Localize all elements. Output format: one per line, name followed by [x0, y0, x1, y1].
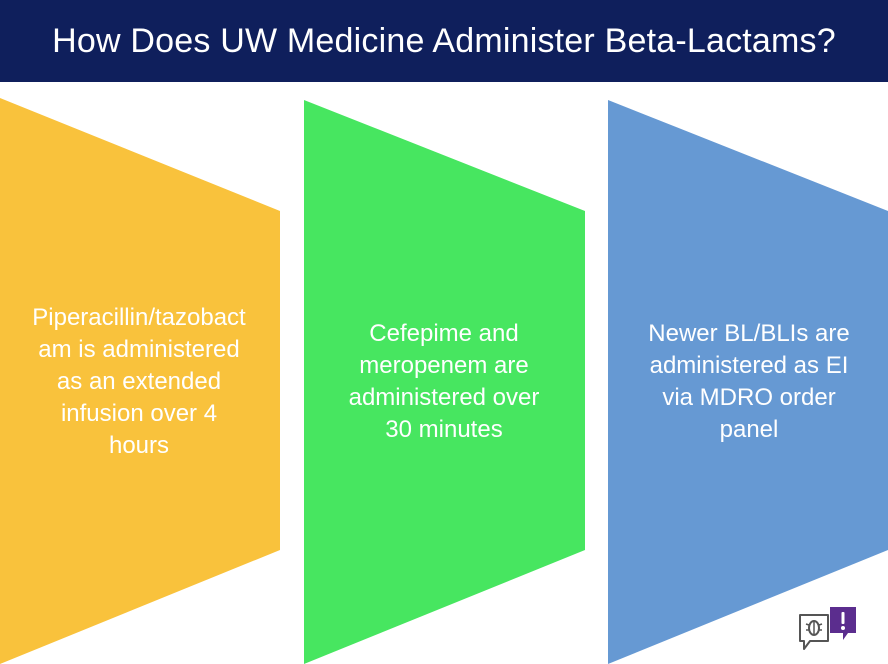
- step-2-line: Cefepime and: [369, 320, 519, 347]
- step-2-text: Cefepime and meropenem are administered …: [318, 318, 570, 446]
- step-3-line: administered as EI: [649, 352, 849, 379]
- speech-bubble-bug-icon: [799, 607, 856, 650]
- step-1-line: Piperacillin/tazobact: [32, 304, 246, 331]
- title-bar: How Does UW Medicine Administer Beta-Lac…: [0, 0, 888, 82]
- chevron-step-1: [0, 98, 280, 664]
- step-3-text: Newer BL/BLIs are administered as EI via…: [622, 318, 876, 446]
- step-2-line: 30 minutes: [385, 416, 503, 443]
- step-3-line: via MDRO order: [662, 384, 836, 411]
- step-1-line: am is administered: [38, 336, 240, 363]
- chevron-step-3: [608, 100, 888, 664]
- step-1-text: Piperacillin/tazobact am is administered…: [5, 302, 273, 462]
- step-2-line: administered over: [348, 384, 540, 411]
- step-1-line: hours: [108, 432, 170, 459]
- chevron-step-2: [304, 100, 585, 664]
- step-3-line: panel: [719, 416, 779, 443]
- step-1-line: infusion over 4: [60, 400, 218, 427]
- step-3-line: Newer BL/BLIs are: [648, 320, 850, 347]
- page-title: How Does UW Medicine Administer Beta-Lac…: [52, 21, 836, 60]
- step-2-line: meropenem are: [359, 352, 529, 379]
- step-1-line: as an extended: [56, 368, 222, 395]
